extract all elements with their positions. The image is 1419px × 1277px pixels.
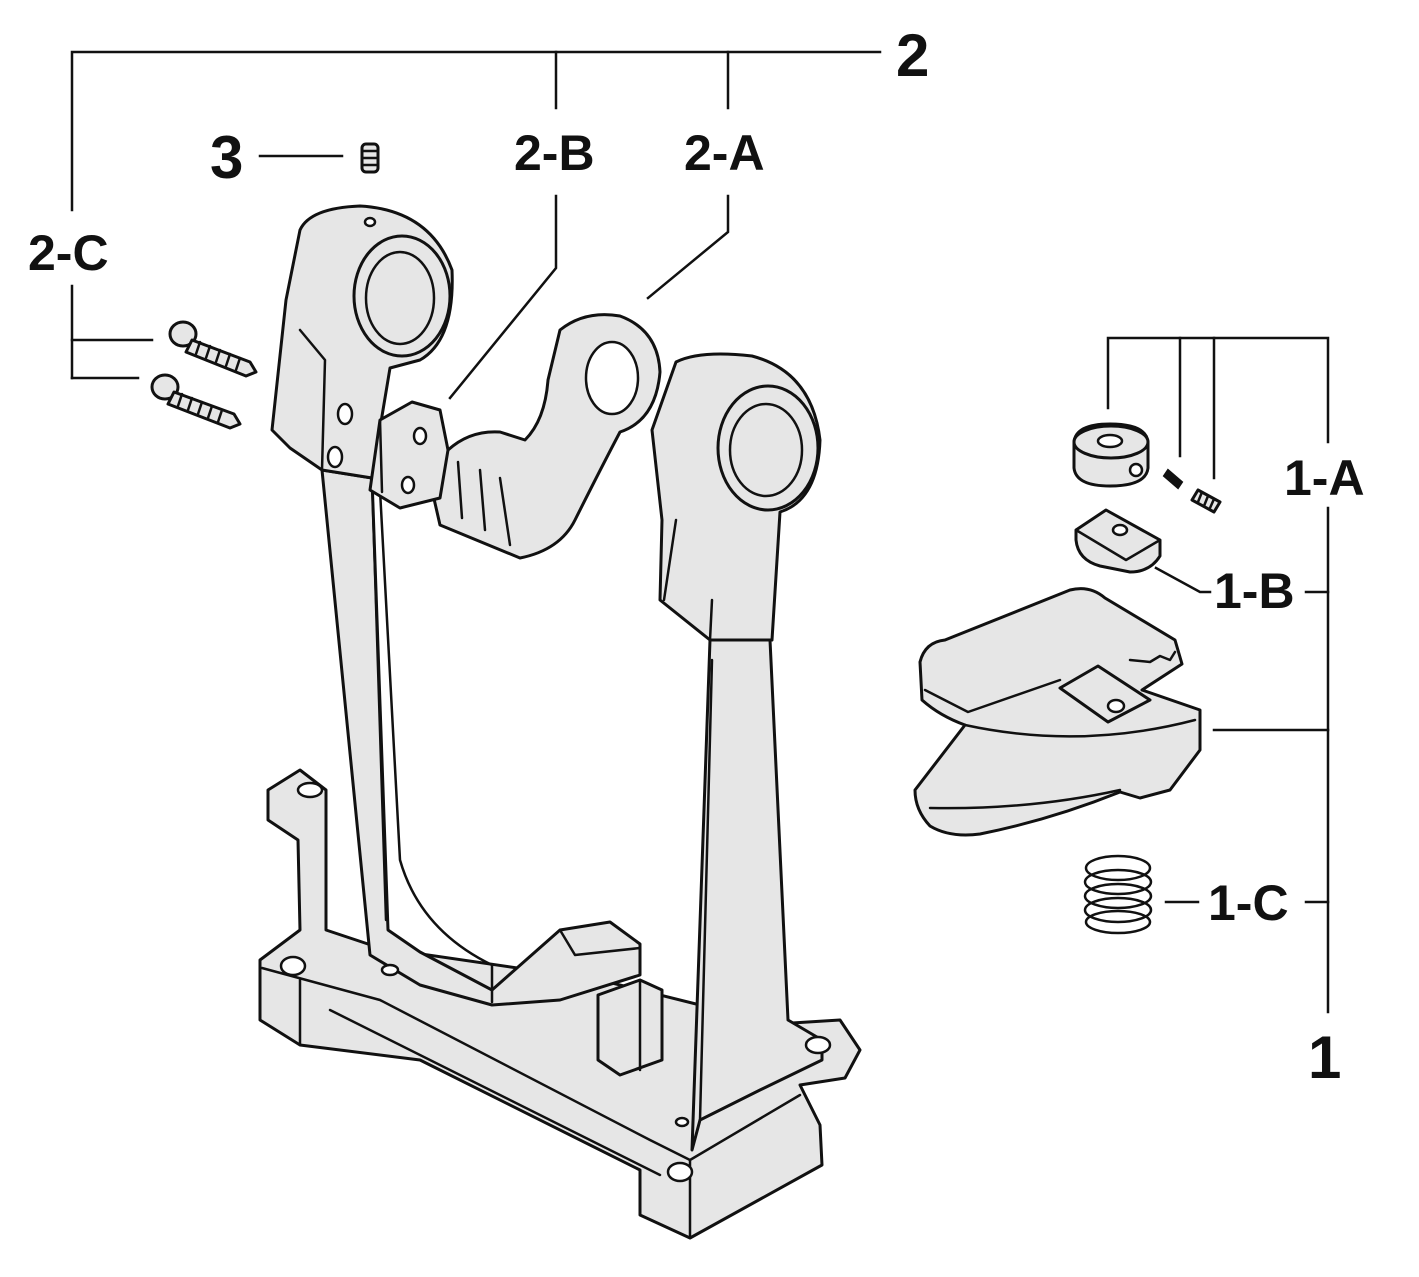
frame-left-boss: [270, 204, 454, 480]
callout-1a: 1-A: [1284, 450, 1365, 506]
frame-right-boss: [650, 352, 822, 642]
callout-1c: 1-C: [1208, 875, 1289, 931]
callout-2: 2: [896, 22, 929, 89]
callout-2a: 2-A: [684, 125, 765, 181]
part-2c-screws: [150, 320, 258, 430]
part-1c-spring: [1083, 854, 1153, 935]
part-1a-set-screw-dark: [1162, 468, 1184, 490]
part-1a-set-screw-threaded: [1190, 488, 1222, 514]
callout-1b: 1-B: [1214, 563, 1295, 619]
callout-3: 3: [210, 124, 243, 191]
part-1a-collar: [1072, 422, 1150, 488]
part-2a-lever-arm: [430, 313, 662, 560]
callout-2b: 2-B: [514, 125, 595, 181]
screw-upper: [168, 320, 258, 378]
part-1b-block: [1074, 508, 1162, 574]
part-2b-block: [368, 400, 450, 510]
screw-lower: [150, 373, 242, 430]
callout-2c: 2-C: [28, 225, 109, 281]
assembly-2-leaders: [70, 50, 882, 400]
pedal-plate: [913, 587, 1202, 837]
callout-1: 1: [1308, 1024, 1341, 1091]
assembly-1-leaders: [1106, 336, 1330, 1014]
part-3-set-screw: [360, 142, 380, 174]
frame-base-casting: [258, 468, 862, 1240]
